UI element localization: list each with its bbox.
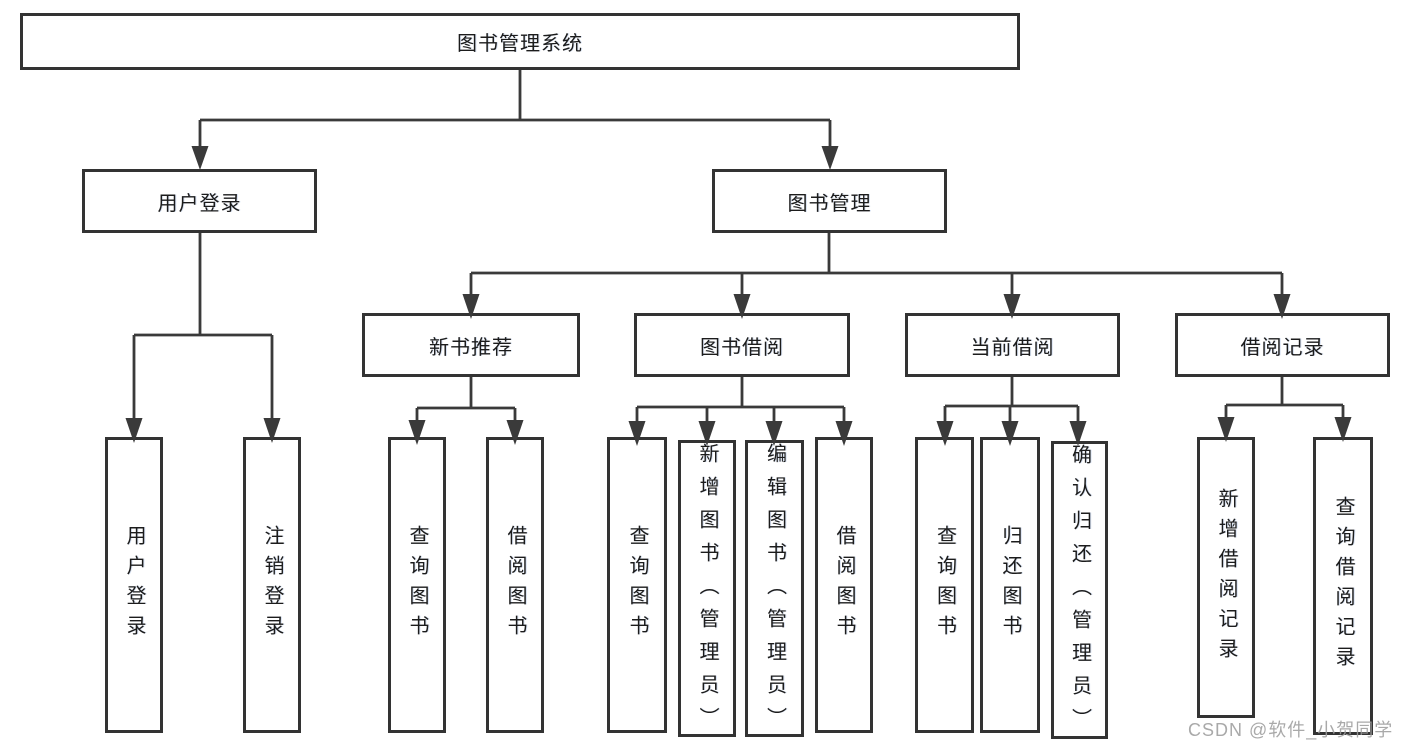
node-book-borrowing: 图书借阅 [634,313,850,377]
node-leaf-user-login: 用户登录 [105,437,163,733]
connector-borrowing-records [1217,377,1352,442]
node-leaf-search-borrow-record: 查询借阅记录 [1313,437,1373,735]
node-borrowing-records-label: 借阅记录 [1240,336,1325,359]
leaf-label: 确认归还（管理员） [1068,444,1091,741]
node-leaf-search-books-borrowing: 查询图书 [607,437,667,733]
node-new-book-recommendation: 新书推荐 [362,313,580,377]
leaf-label: 归还图书 [999,525,1021,645]
leaf-label: 查询借阅记录 [1332,496,1354,676]
connector-book-management [462,233,1291,319]
connector-root [191,70,839,170]
node-book-borrowing-label: 图书借阅 [700,336,784,359]
leaf-label: 借阅图书 [833,525,855,645]
node-leaf-search-books-current: 查询图书 [915,437,974,733]
connector-new-book-recommendation [408,377,524,445]
node-current-borrowing: 当前借阅 [905,313,1120,377]
leaf-label: 新增借阅记录 [1215,487,1237,668]
connector-book-borrowing [628,377,853,446]
connector-current-borrowing [936,377,1087,446]
node-leaf-return-books: 归还图书 [980,437,1040,733]
node-leaf-borrow-books-borrowing: 借阅图书 [815,437,873,733]
node-user-login-label: 用户登录 [157,192,242,215]
node-leaf-add-borrow-record: 新增借阅记录 [1197,437,1255,718]
node-borrowing-records: 借阅记录 [1175,313,1390,377]
node-leaf-logout: 注销登录 [243,437,301,733]
node-root-label: 图书管理系统 [457,33,583,55]
node-root-system: 图书管理系统 [20,13,1020,70]
node-current-borrowing-label: 当前借阅 [970,336,1055,359]
node-leaf-edit-book-admin: 编辑图书（管理员） [745,440,804,740]
leaf-label: 新增图书（管理员） [696,443,718,740]
leaf-label: 编辑图书（管理员） [763,443,786,740]
leaf-label: 查询图书 [406,525,428,645]
node-user-login-branch: 用户登录 [82,169,317,233]
leaf-label: 查询图书 [933,525,956,645]
leaf-label: 用户登录 [123,525,145,645]
node-book-management-label: 图书管理 [787,192,872,215]
node-leaf-search-books-recommend: 查询图书 [388,437,446,733]
arrowhead [191,146,209,170]
leaf-label: 查询图书 [626,525,648,645]
leaf-label: 注销登录 [261,525,283,645]
connector-user-login [125,233,281,443]
leaf-label: 借阅图书 [504,525,526,645]
node-leaf-add-book-admin: 新增图书（管理员） [678,440,736,740]
node-leaf-confirm-return-admin: 确认归还（管理员） [1051,441,1108,741]
node-book-management-branch: 图书管理 [712,169,947,233]
arrowhead [821,146,839,170]
csdn-watermark: CSDN @软件_小贺同学 [1188,720,1394,740]
node-new-book-recommendation-label: 新书推荐 [429,336,513,359]
node-leaf-borrow-books-recommend: 借阅图书 [486,437,544,733]
